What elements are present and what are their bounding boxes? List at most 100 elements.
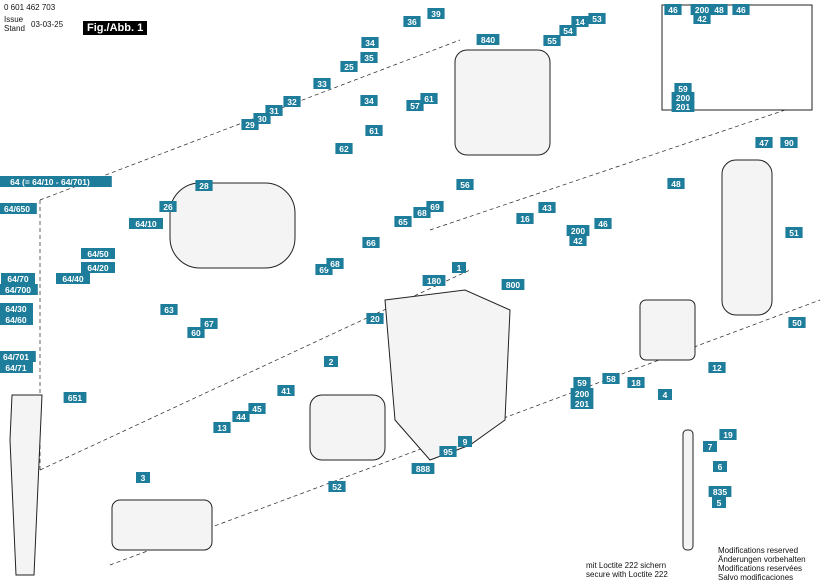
- part-callout: 53: [588, 13, 606, 24]
- part-callout-label: 67: [204, 319, 214, 329]
- part-callout-box: [690, 4, 714, 15]
- part-callout-label: 63: [164, 305, 174, 315]
- part-callout: 36: [403, 16, 421, 27]
- part-callout-label: 95: [443, 447, 453, 457]
- part-callout: 14: [571, 16, 589, 27]
- part-callout-label: 26: [163, 202, 173, 212]
- part-callout: 66: [362, 237, 380, 248]
- part-callout-label: 47: [759, 138, 769, 148]
- part-callout-label: 25: [344, 62, 354, 72]
- part-callout-label: 1: [457, 263, 462, 273]
- part-callout: 51: [785, 227, 803, 238]
- side-handle-drawing: [9, 394, 43, 576]
- part-callout: 31: [265, 105, 283, 116]
- part-callout-box: [129, 218, 163, 229]
- part-callout-box: [366, 313, 384, 324]
- part-callout-label: 62: [339, 144, 349, 154]
- part-callout-label: 800: [506, 280, 520, 290]
- part-callout-box: [411, 463, 435, 474]
- part-callout-label: 12: [712, 363, 722, 373]
- part-callout-box: [253, 113, 271, 124]
- motor-housing-drawing: [384, 289, 511, 461]
- part-callout: 33: [313, 78, 331, 89]
- part-callout-label: 20: [370, 314, 380, 324]
- part-callout-box: [671, 101, 695, 112]
- part-callout-box: [422, 275, 446, 286]
- part-callout: 42: [693, 13, 711, 24]
- part-callout: 3: [136, 472, 150, 483]
- part-callout-label: 64/10: [135, 219, 157, 229]
- part-callout-box: [570, 398, 594, 409]
- part-callout-label: 888: [416, 464, 430, 474]
- part-callout-label: 64/650: [4, 204, 30, 214]
- part-callout-box: [0, 362, 33, 373]
- part-callout: 1: [452, 262, 466, 273]
- part-callout: 56: [456, 179, 474, 190]
- part-callout-label: 50: [792, 318, 802, 328]
- part-callout-label: 28: [199, 181, 209, 191]
- part-callout-label: 200: [575, 389, 589, 399]
- part-callout-box: [283, 96, 301, 107]
- part-callout: 48: [667, 178, 685, 189]
- part-callout-label: 4: [663, 390, 668, 400]
- part-callout-box: [538, 202, 556, 213]
- part-callout: 200: [570, 388, 594, 399]
- part-callout-box: [0, 303, 33, 314]
- part-callout-box: [160, 304, 178, 315]
- part-callout-label: 64/70: [7, 274, 29, 284]
- part-callout: 43: [538, 202, 556, 213]
- part-callout-label: 18: [631, 378, 641, 388]
- part-callout-label: 180: [427, 276, 441, 286]
- part-callout: 57: [406, 100, 424, 111]
- part-callout-label: 65: [398, 217, 408, 227]
- part-callout-label: 32: [287, 97, 297, 107]
- part-callout-label: 69: [430, 202, 440, 212]
- part-callout-box: [403, 16, 421, 27]
- part-callout: 64/10: [129, 218, 163, 229]
- part-callout-box: [0, 351, 36, 362]
- part-callout-box: [328, 481, 346, 492]
- part-callout-box: [627, 377, 645, 388]
- part-callout: 200: [690, 4, 714, 15]
- part-callout-label: 64/60: [5, 315, 27, 325]
- part-callout-label: 33: [317, 79, 327, 89]
- armature-drawing: [111, 499, 213, 551]
- part-callout: 64 (= 64/10 - 64/701): [0, 176, 112, 187]
- part-callout-box: [713, 461, 727, 472]
- part-callout-box: [671, 92, 695, 103]
- part-callout-box: [719, 429, 737, 440]
- part-callout-box: [362, 237, 380, 248]
- part-callout: 64/20: [81, 262, 115, 273]
- part-callout-box: [56, 273, 90, 284]
- part-callout-label: 56: [460, 180, 470, 190]
- part-callout-label: 840: [481, 35, 495, 45]
- part-callout: 16: [516, 213, 534, 224]
- part-callout-label: 14: [575, 17, 585, 27]
- part-callout-box: [710, 4, 728, 15]
- part-callout-box: [326, 258, 344, 269]
- part-callout: 35: [360, 52, 378, 63]
- part-callout: 64/30: [0, 303, 33, 314]
- part-callout: 888: [411, 463, 435, 474]
- part-callout: 64/50: [81, 248, 115, 259]
- part-callout-box: [406, 100, 424, 111]
- part-callout: 68: [413, 207, 431, 218]
- part-callout: 201: [570, 398, 594, 409]
- part-callout: 58: [602, 373, 620, 384]
- part-callout: 13: [213, 422, 231, 433]
- part-callout-label: 5: [717, 498, 722, 508]
- part-callout-label: 64/701: [3, 352, 29, 362]
- figure-label: Fig./Abb. 1: [83, 21, 148, 35]
- part-callout-box: [708, 486, 732, 497]
- part-callout-box: [0, 203, 37, 214]
- part-callout-label: 200: [571, 226, 585, 236]
- part-callout: 47: [755, 137, 773, 148]
- part-callout-label: 31: [269, 106, 279, 116]
- part-callout-box: [594, 218, 612, 229]
- part-callout-label: 41: [281, 386, 291, 396]
- part-callout: 52: [328, 481, 346, 492]
- part-callout-box: [136, 472, 150, 483]
- part-callout-box: [780, 137, 798, 148]
- part-callout-box: [0, 314, 33, 325]
